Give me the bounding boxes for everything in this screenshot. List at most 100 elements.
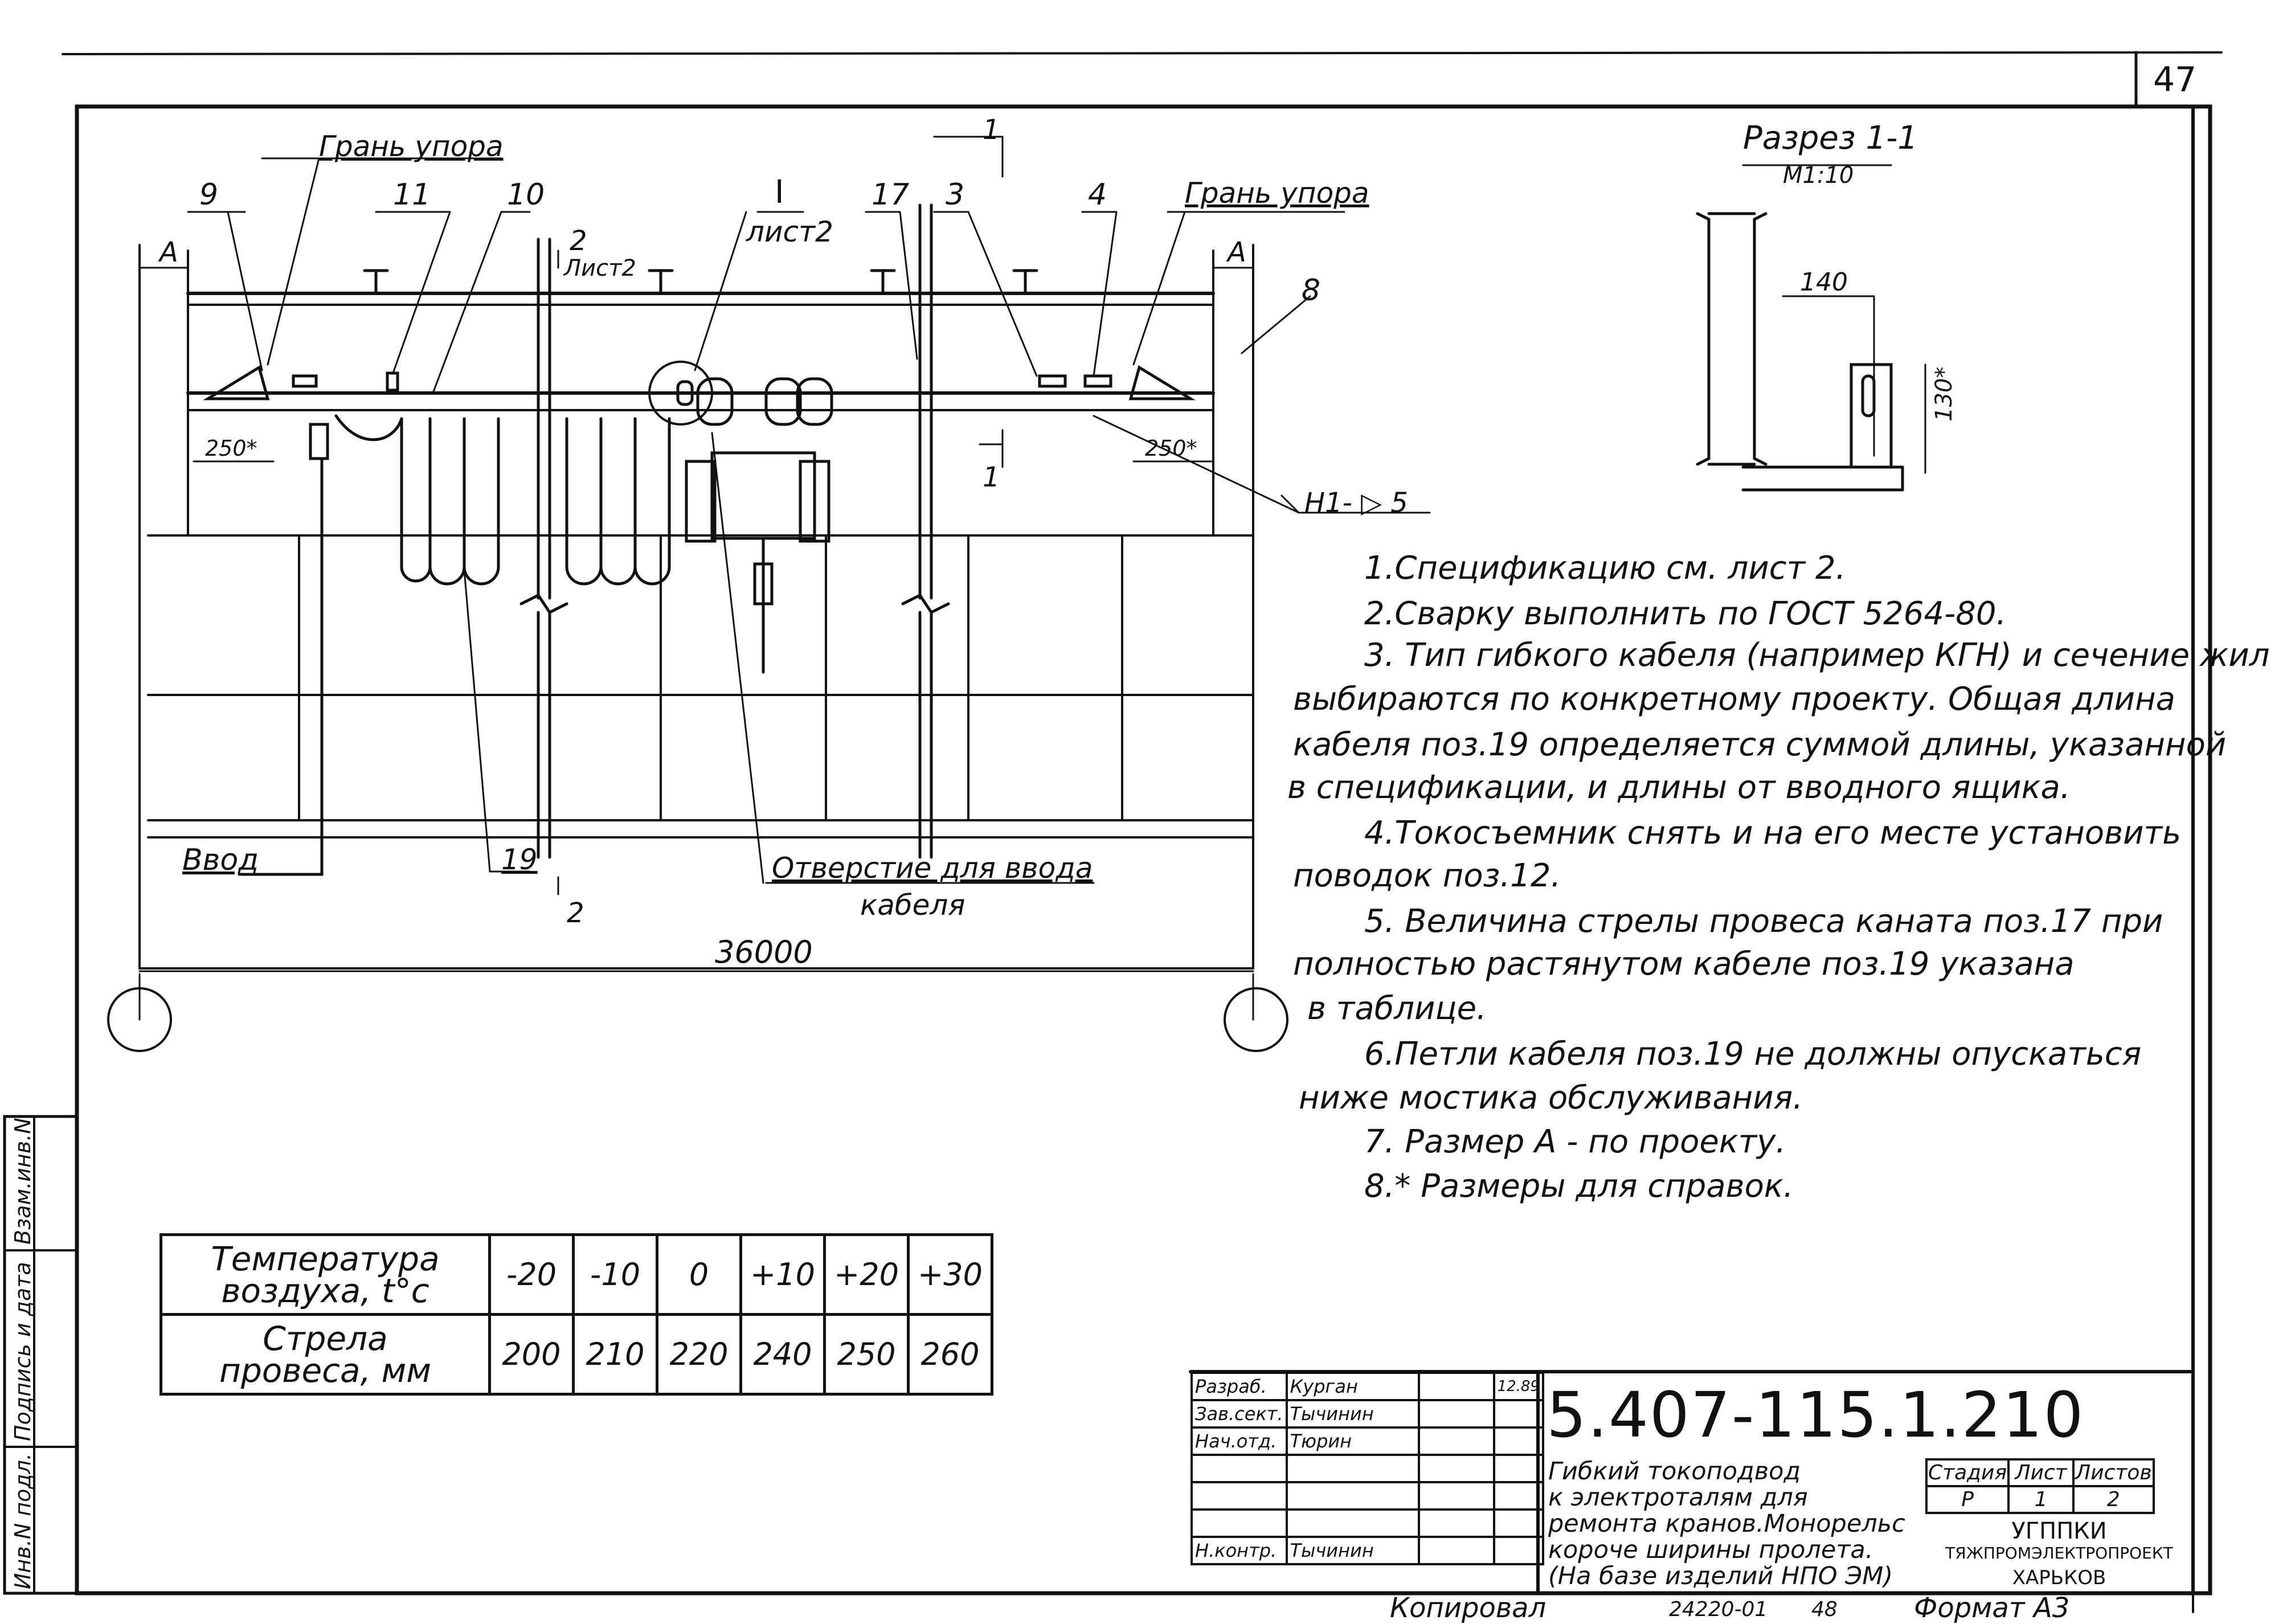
monorail-beam — [186, 269, 1215, 411]
table-row — [1190, 1454, 1545, 1483]
note-6b: ниже мостика обслуживания. — [1299, 1079, 1803, 1116]
label-gran-upora-left: Грань упора — [319, 130, 504, 163]
temp-value: +20 — [823, 1233, 910, 1316]
role-cell — [1190, 1508, 1288, 1538]
clamp-4 — [1083, 374, 1112, 388]
title-line: ремонта кранов.Монорельс — [1548, 1510, 1905, 1538]
temp-value: -10 — [572, 1233, 658, 1316]
title-line: Гибкий токоподвод — [1548, 1457, 1801, 1486]
date-cell: 12.89 — [1492, 1372, 1545, 1401]
stage-value: Р — [1925, 1485, 2010, 1514]
sag-value: 200 — [488, 1313, 575, 1396]
name-cell — [1285, 1454, 1420, 1483]
label-dim-250-right: 250* — [1145, 436, 1197, 461]
stamp-podpis-data: Подпись и дата — [10, 1262, 35, 1441]
sag-value: 240 — [739, 1313, 826, 1396]
junction-box — [309, 423, 329, 460]
stamp-inv-podl: Инв.N подл. — [10, 1453, 35, 1589]
note-1: 1.Спецификацию см. лист 2. — [1364, 550, 1846, 587]
label-pos-17: 17 — [872, 178, 910, 212]
label-pos-19: 19 — [501, 843, 538, 876]
title-line: (На базе изделий НПО ЭМ) — [1548, 1562, 1893, 1590]
sheet-header: Лист — [2007, 1458, 2075, 1487]
label-sec1-top: 1 — [983, 114, 1000, 146]
temperature-table: Температура воздуха, t°c -20 -10 0 +10 +… — [159, 1233, 993, 1396]
signature-cell — [1417, 1426, 1495, 1456]
date-cell — [1492, 1536, 1545, 1565]
label-list2-I: лист2 — [746, 215, 833, 248]
sag-value: 220 — [656, 1313, 742, 1396]
table-row — [1190, 1508, 1545, 1538]
note-5b: полностью растянутом кабеле поз.19 указа… — [1293, 946, 2075, 983]
date-cell — [1492, 1399, 1545, 1429]
name-cell: Курган — [1285, 1372, 1420, 1401]
note-4b: поводок поз.12. — [1293, 857, 1561, 894]
note-3d: в спецификации, и длины от вводного ящик… — [1287, 769, 2071, 806]
page-frame — [75, 104, 2212, 1596]
note-8: 8.* Размеры для справок. — [1364, 1168, 1794, 1205]
role-cell: Зав.сект. — [1190, 1399, 1288, 1429]
axis-circle-right — [1224, 987, 1288, 1052]
temp-label-a: Температура — [211, 1239, 440, 1278]
signature-cell — [1417, 1508, 1495, 1538]
footer-order: 24220-01 — [1669, 1598, 1768, 1621]
note-5c: в таблице. — [1307, 990, 1487, 1027]
temp-value: +30 — [907, 1233, 993, 1316]
temp-value: -20 — [488, 1233, 575, 1316]
temp-value: 0 — [656, 1233, 742, 1316]
name-cell: Тычинин — [1285, 1536, 1420, 1565]
label-a-right: А — [1228, 236, 1246, 268]
footer-copied: Копировал — [1390, 1592, 1547, 1624]
date-cell — [1492, 1508, 1545, 1538]
label-pos-8: 8 — [1302, 273, 1321, 308]
signature-cell — [1417, 1372, 1495, 1401]
note-7: 7. Размер А - по проекту. — [1364, 1123, 1786, 1160]
sag-label-cell: Стрела провеса, мм — [159, 1313, 491, 1396]
signature-cell — [1417, 1536, 1495, 1565]
footer-num: 48 — [1811, 1598, 1838, 1621]
org-name-1: УГППКИ — [2011, 1518, 2107, 1544]
table-row: Зав.сект.Тычинин — [1190, 1399, 1545, 1429]
sheets-value: 2 — [2072, 1485, 2155, 1514]
label-weld: Н1- ▷ 5 — [1304, 487, 1408, 519]
sag-label-a: Стрела — [263, 1319, 388, 1358]
document-title: Гибкий токоподвод к электроталям для рем… — [1548, 1458, 1905, 1589]
section-title: Разрез 1-1 — [1743, 120, 1918, 157]
note-3c: кабеля поз.19 определяется суммой длины,… — [1293, 726, 2227, 763]
label-pos-11: 11 — [393, 178, 431, 212]
label-otverstie-1: Отверстие для ввода — [772, 852, 1093, 885]
temp-label-cell: Температура воздуха, t°c — [159, 1233, 491, 1316]
clamp-11 — [386, 371, 399, 392]
title-line: к электроталям для — [1548, 1483, 1808, 1512]
label-vvod: Ввод — [182, 843, 259, 877]
stamp-vzam-inv: Взам.инв.N — [10, 1118, 35, 1245]
building-frame — [138, 244, 1254, 970]
note-2: 2.Сварку выполнить по ГОСТ 5264-80. — [1364, 595, 2007, 632]
top-trim-line — [62, 51, 2223, 55]
name-cell — [1285, 1481, 1420, 1511]
date-cell — [1492, 1426, 1545, 1456]
turnbuckle-3 — [1038, 374, 1067, 388]
note-4a: 4.Токосъемник снять и на его месте устан… — [1364, 815, 2182, 852]
note-6a: 6.Петли кабеля поз.19 не должны опускать… — [1364, 1036, 2142, 1073]
label-pos-10: 10 — [507, 178, 545, 212]
sag-value: 210 — [572, 1313, 658, 1396]
date-cell — [1492, 1454, 1545, 1483]
clamp-9 — [292, 374, 318, 388]
org-name-2: ТЯЖПРОМЭЛЕКТРОПРОЕКТ — [1945, 1544, 2173, 1562]
table-row: Нач.отд.Тюрин — [1190, 1426, 1545, 1456]
section-1-1-detail — [1696, 164, 1926, 492]
label-sec2-bottom: 2 — [567, 897, 584, 929]
label-sec2-list-top: Лист2 — [564, 255, 636, 281]
side-stamp-frame — [3, 1115, 79, 1595]
sheet-value: 1 — [2007, 1485, 2075, 1514]
label-a-left: А — [159, 236, 178, 268]
section-dim-140: 140 — [1800, 268, 1848, 297]
label-dim-250-left: 250* — [205, 436, 257, 461]
dimensions — [138, 136, 1254, 1021]
note-3a: 3. Тип гибкого кабеля (например КГН) и с… — [1364, 637, 2270, 674]
label-gran-upora-right: Грань упора — [1185, 177, 1369, 210]
title-line: короче ширины пролета. — [1548, 1536, 1873, 1564]
